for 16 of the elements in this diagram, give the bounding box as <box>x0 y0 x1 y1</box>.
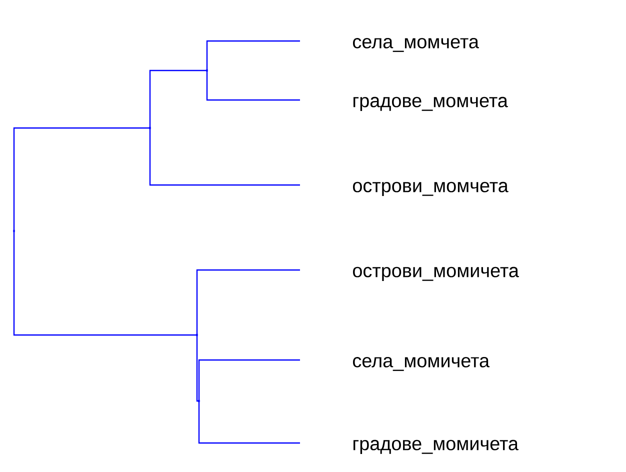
dendrogram-branch <box>13 127 150 231</box>
dendrogram-branch <box>196 269 300 335</box>
dendrogram-branch <box>198 400 300 444</box>
leaf-label: села_момчета <box>353 38 479 52</box>
leaf-label: острови_момичета <box>353 266 519 282</box>
dendrogram-branch <box>13 230 197 336</box>
leaf-label: градове_момичета <box>354 440 519 454</box>
dendrogram-branch <box>149 70 207 128</box>
dendrogram-branch <box>206 40 300 70</box>
dendrogram-branch <box>206 70 300 101</box>
dendrogram-branch <box>198 359 300 401</box>
dendrogram-branch <box>196 334 199 402</box>
leaf-label: острови_момчета <box>353 182 508 196</box>
dendrogram-branch <box>149 128 300 186</box>
leaf-label: села_момичета <box>353 357 490 371</box>
leaf-label: градове_момчета <box>354 96 508 112</box>
